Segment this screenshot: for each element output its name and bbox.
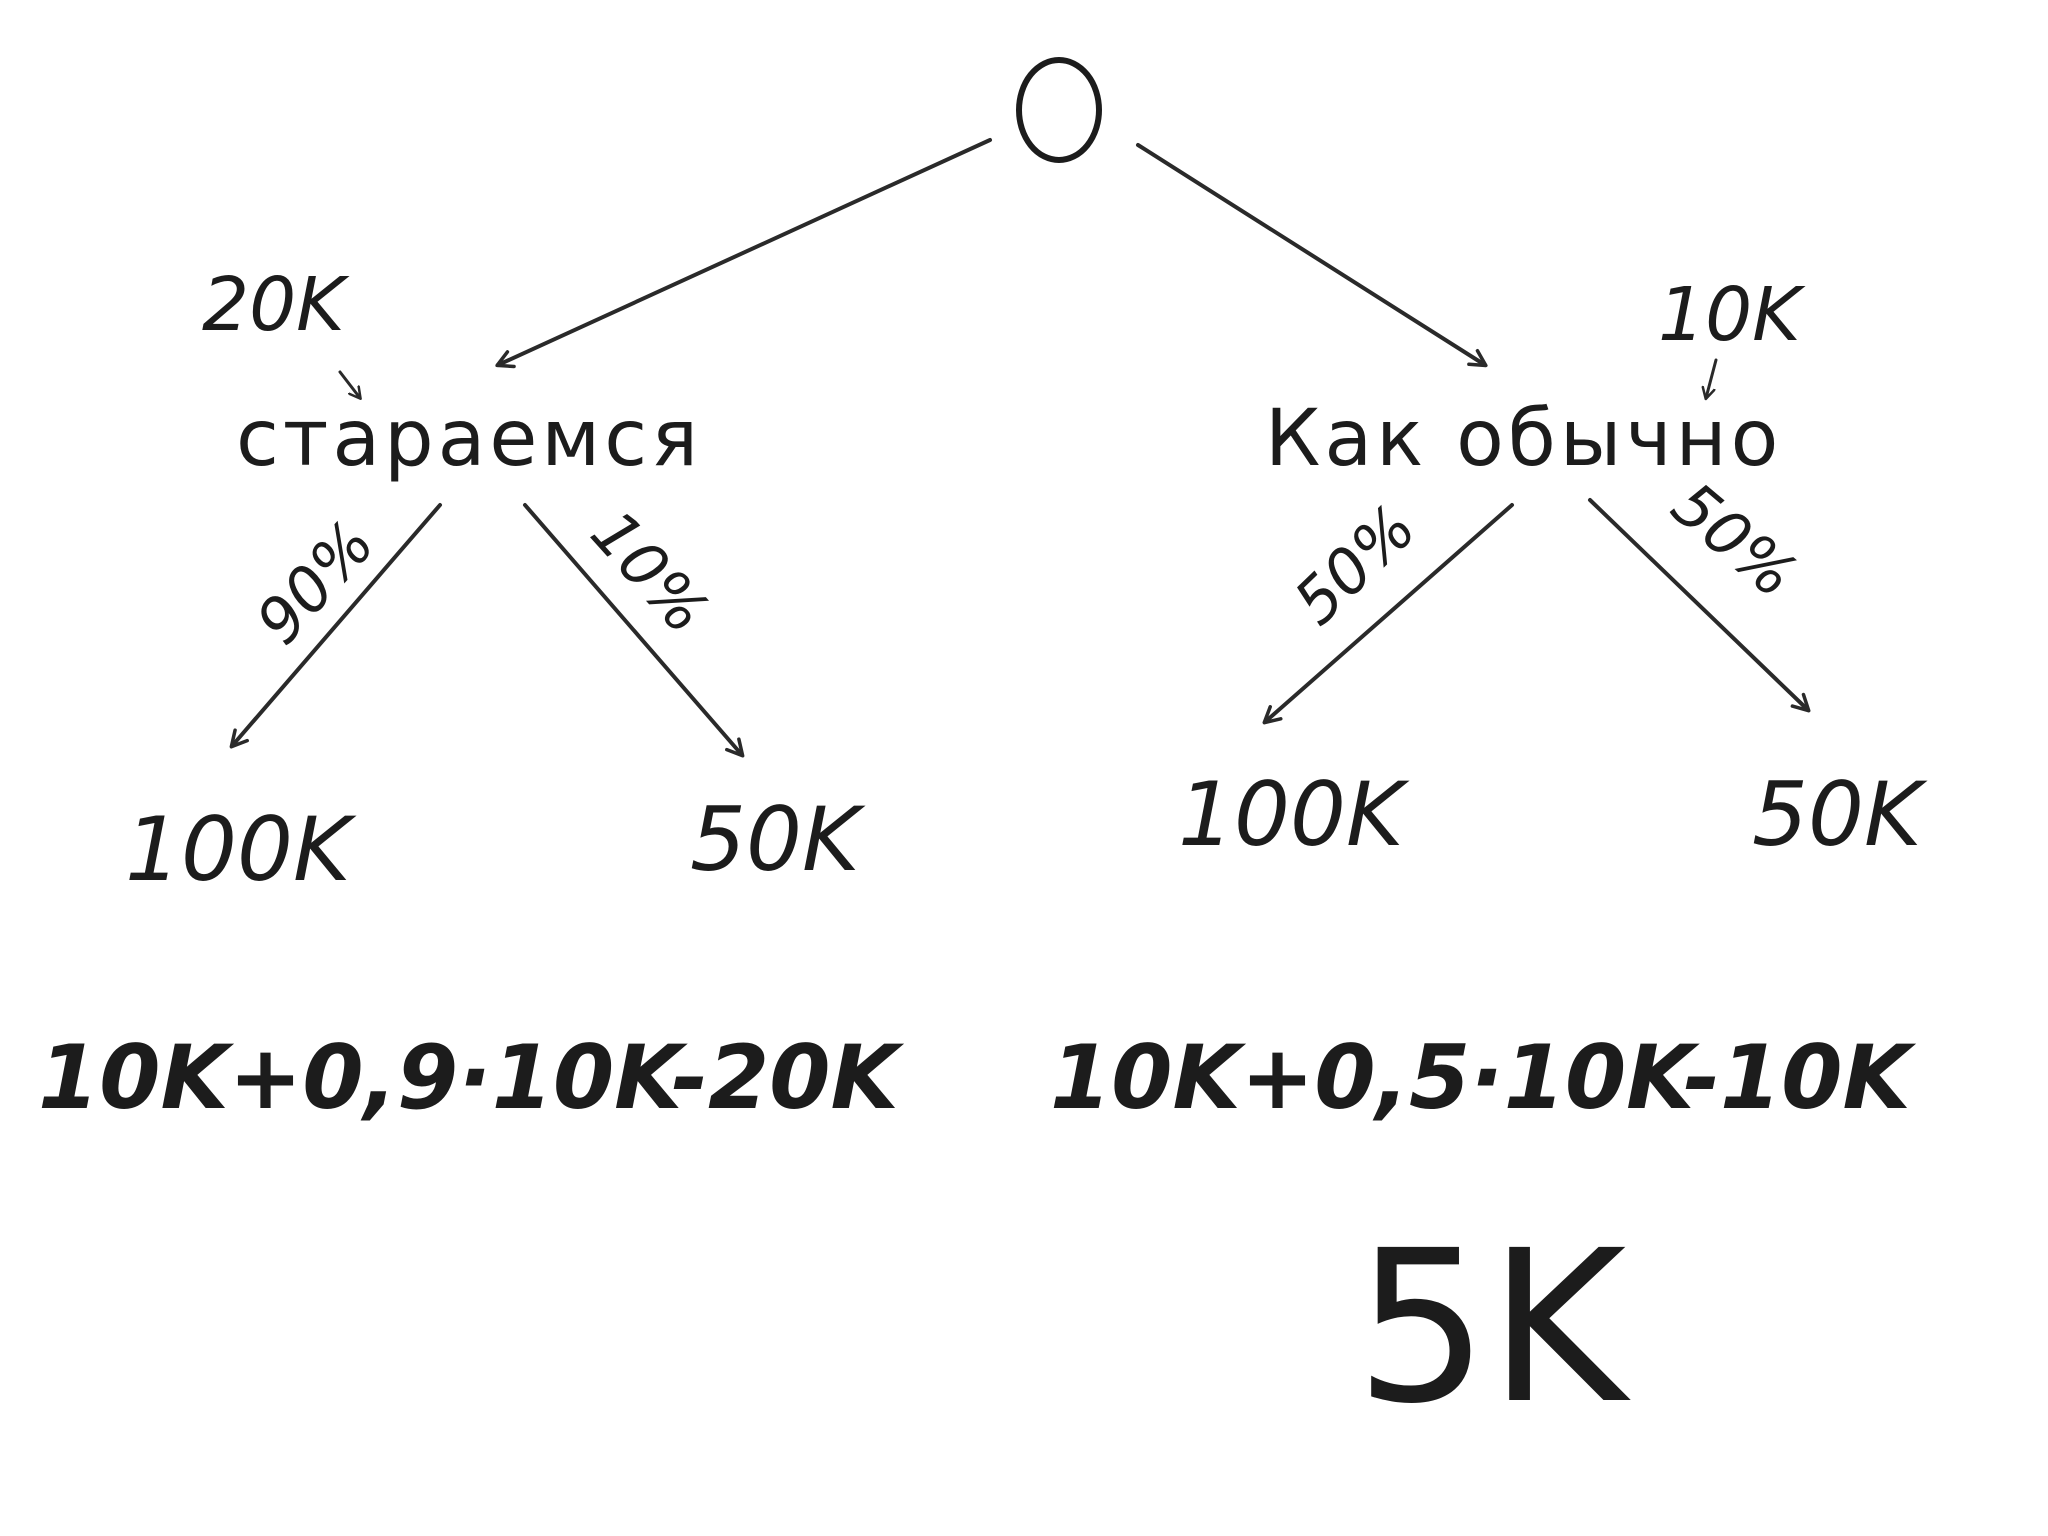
right-low-value: 50K — [1752, 763, 1928, 866]
edge-root-to-right — [1136, 143, 1488, 368]
left-node-label: стараемся — [236, 394, 702, 484]
edge-left-to-high — [229, 503, 442, 749]
root-label: 0 — [1059, 109, 1060, 111]
left-low-probability: 10% — [577, 496, 723, 647]
left-cost: 20K — [202, 262, 350, 348]
right-high-value: 100K — [1178, 763, 1410, 866]
edge-root-to-left — [495, 138, 992, 369]
left-cost-arrow — [338, 370, 360, 398]
edge-left-to-low — [523, 503, 745, 758]
right-high-probability: 50% — [1280, 491, 1430, 639]
right-result: 5K — [1355, 1205, 1632, 1450]
left-low-value: 50K — [690, 788, 866, 891]
right-cost-arrow — [1706, 358, 1718, 398]
right-formula: 10K+0,5·10K-10K — [1050, 1026, 1916, 1129]
right-cost: 10K — [1658, 272, 1806, 358]
right-branch: 10K Как обычно 50% 50% 100K 50K 10K+0,5·… — [1050, 272, 1928, 1450]
right-node-label: Как обычно — [1265, 394, 1782, 484]
left-formula: 10K+0,9·10K-20K — [38, 1026, 904, 1129]
edge-right-to-high — [1262, 503, 1514, 725]
left-high-value: 100K — [125, 798, 357, 901]
root-circle — [1016, 57, 1102, 163]
left-branch: 20K стараемся 90% 10% 100K 50K 10K+0,9·1… — [38, 262, 904, 1129]
edge-right-to-low — [1588, 498, 1811, 713]
root-node: 0 — [1016, 57, 1102, 163]
left-high-probability: 90% — [242, 507, 388, 658]
